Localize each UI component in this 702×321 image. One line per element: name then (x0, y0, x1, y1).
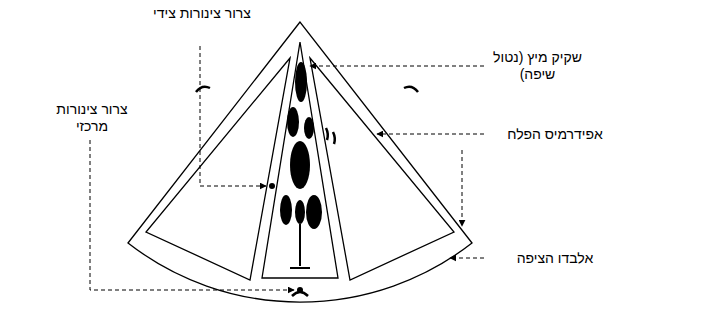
part-label: אפידרמיס הפלח (488, 125, 622, 144)
bundle-marks (196, 87, 418, 296)
part-label: שקיק מיץ (נטול שיפה) (488, 48, 587, 84)
part-label: צרור צינורות מרכזי (40, 100, 144, 136)
part-label: אלבדו הציפה (488, 249, 622, 268)
left-segment (146, 58, 290, 280)
juice-sacs (280, 62, 322, 229)
sac-stalk (290, 224, 310, 268)
part-label: צרור צינורות צידי (150, 4, 254, 23)
right-segment (310, 58, 454, 280)
leader-lines (90, 46, 484, 290)
lateral-bundle-dot (269, 183, 275, 189)
segment-outline (128, 22, 472, 302)
central-bundle-dot (297, 287, 303, 293)
